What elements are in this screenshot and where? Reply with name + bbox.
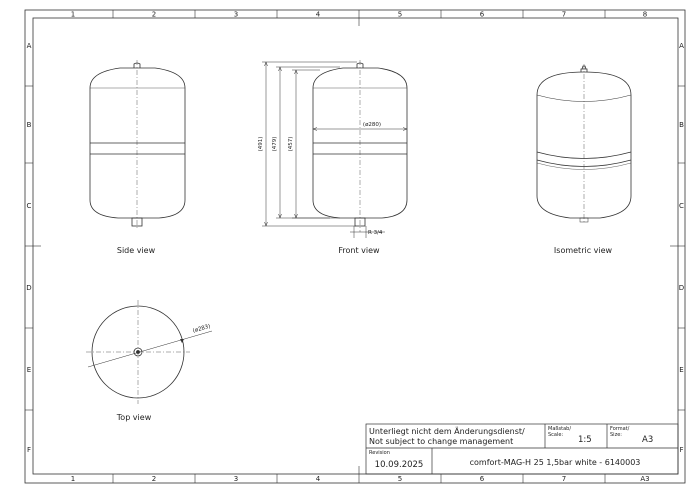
outer-frame [24, 9, 686, 484]
col-label: 5 [398, 475, 402, 483]
col-label: 3 [234, 11, 238, 19]
row-labels-right: A B C D E F [679, 42, 684, 454]
col-label: 2 [152, 475, 156, 483]
col-label: 6 [480, 11, 485, 19]
title-block [365, 423, 679, 475]
revision-label: Revision [369, 450, 390, 456]
row-label: A [27, 42, 32, 50]
top-view-label: Top view [116, 413, 152, 422]
format-label-german: Format/ [610, 426, 630, 432]
col-label: 7 [562, 11, 566, 19]
dimension-diameter-top: (ø283) [192, 324, 211, 335]
dimension-height-outer: (491) [258, 137, 264, 152]
top-view-vessel [86, 300, 213, 404]
row-label: F [27, 446, 31, 454]
row-label: C [679, 202, 684, 210]
dimension-height-inner: (457) [288, 137, 294, 152]
row-label: E [679, 366, 683, 374]
column-labels-bottom: 1 2 3 4 5 6 7 [71, 475, 566, 483]
row-label: D [679, 284, 684, 292]
column-labels-top: 1 2 3 4 5 6 7 8 [71, 11, 647, 19]
drawing-title: comfort-MAG-H 25 1,5bar white - 6140003 [470, 458, 641, 467]
row-label: F [679, 446, 683, 454]
row-label: A [679, 42, 684, 50]
row-labels-left: A B C D E F [26, 42, 31, 454]
row-ticks [25, 85, 685, 411]
scale-label-german: Maßstab/ [548, 426, 571, 432]
col-label: 3 [234, 475, 238, 483]
row-label: C [27, 202, 32, 210]
revision-date: 10.09.2025 [375, 460, 424, 470]
dimension-height-mid: (479) [272, 137, 278, 152]
format-label-english: Size: [610, 432, 622, 438]
format-value: A3 [642, 435, 653, 445]
dimension-diameter-front: (ø280) [363, 122, 381, 128]
front-view-vessel [312, 60, 408, 232]
col-label: 4 [316, 475, 321, 483]
col-label: 6 [480, 475, 485, 483]
col-label: 1 [71, 475, 75, 483]
isometric-view-label: Isometric view [554, 246, 613, 255]
notice-english: Not subject to change management [369, 437, 513, 446]
front-view-label: Front view [338, 246, 380, 255]
column-ticks [112, 10, 606, 483]
scale-label-english: Scale: [548, 432, 563, 438]
col-label: 5 [398, 11, 402, 19]
col-label: 2 [152, 11, 156, 19]
col-label: 7 [562, 475, 566, 483]
notice-german: Unterliegt nicht dem Änderungsdienst/ [369, 426, 525, 436]
dimension-thread: R 3/4 [368, 230, 383, 236]
col-label: 4 [316, 11, 321, 19]
row-label: B [27, 121, 32, 129]
format-corner-label: A3 [640, 475, 649, 483]
side-view-vessel [89, 60, 186, 230]
scale-value: 1:5 [578, 435, 592, 445]
side-view-label: Side view [117, 246, 156, 255]
isometric-view-vessel [536, 64, 632, 224]
row-label: D [26, 284, 31, 292]
row-label: E [27, 366, 31, 374]
col-label: 1 [71, 11, 75, 19]
front-view-dimensions [262, 61, 408, 238]
row-label: B [679, 121, 684, 129]
col-label: 8 [643, 11, 647, 19]
